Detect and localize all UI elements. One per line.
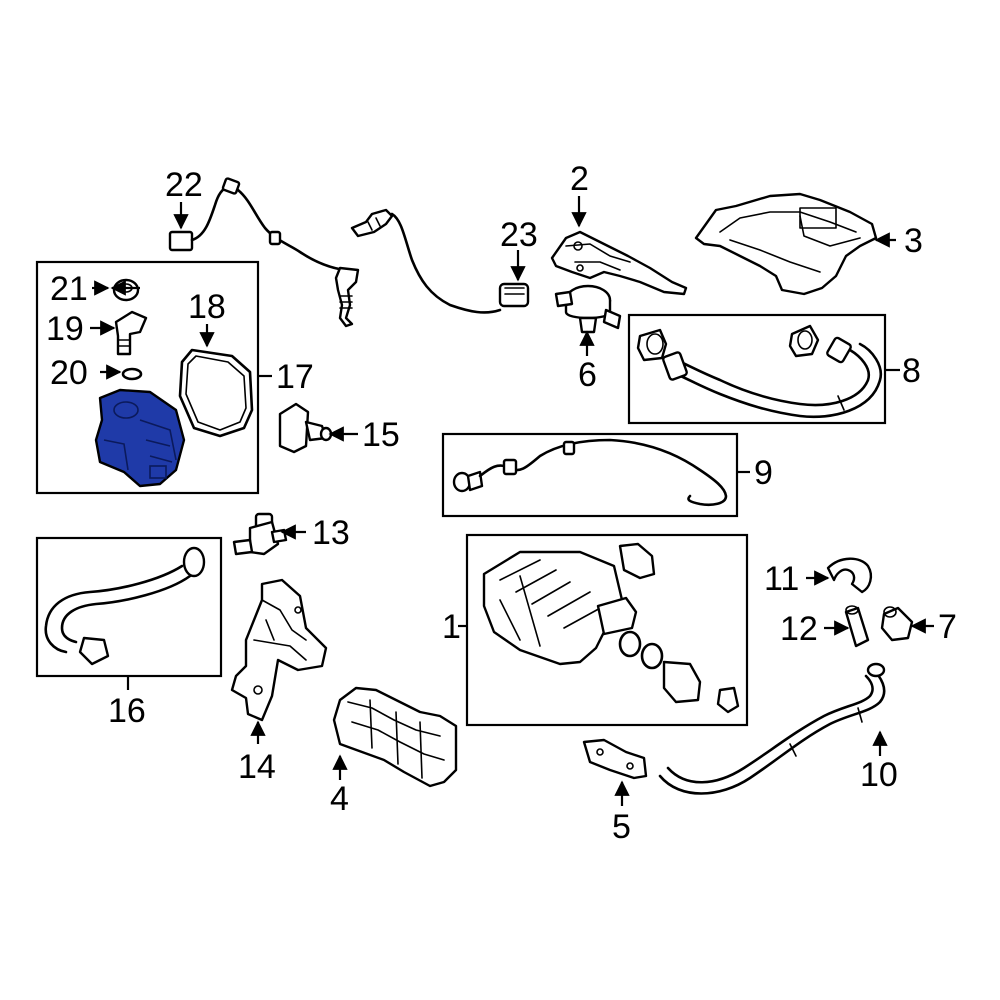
callout-9[interactable]: 9 bbox=[754, 454, 773, 492]
callout-12[interactable]: 12 bbox=[780, 610, 818, 648]
group-box-8 bbox=[627, 313, 887, 425]
callout-20[interactable]: 20 bbox=[50, 354, 88, 392]
evap-canister-1[interactable] bbox=[482, 542, 740, 714]
gasket-18[interactable] bbox=[178, 348, 254, 438]
callout-4[interactable]: 4 bbox=[330, 780, 349, 818]
purge-valve-6[interactable] bbox=[554, 284, 622, 334]
cap-7[interactable] bbox=[880, 606, 914, 642]
callout-8[interactable]: 8 bbox=[902, 352, 921, 390]
seal-ring-21[interactable] bbox=[112, 278, 140, 302]
callout-10[interactable]: 10 bbox=[860, 756, 898, 794]
callout-17[interactable]: 17 bbox=[276, 358, 314, 396]
callout-23[interactable]: 23 bbox=[500, 216, 538, 254]
oxygen-sensor-left[interactable] bbox=[168, 177, 360, 328]
callout-11[interactable]: 11 bbox=[764, 560, 799, 598]
callout-2[interactable]: 2 bbox=[570, 160, 589, 198]
group-box-17 bbox=[35, 260, 260, 495]
elbow-hose-11[interactable] bbox=[826, 557, 873, 594]
callout-15[interactable]: 15 bbox=[362, 416, 400, 454]
callout-3[interactable]: 3 bbox=[904, 222, 923, 260]
callout-13[interactable]: 13 bbox=[312, 514, 350, 552]
callout-19[interactable]: 19 bbox=[46, 310, 84, 348]
vapor-hose-8[interactable] bbox=[636, 324, 883, 419]
hose-10[interactable] bbox=[658, 662, 886, 795]
group-box-1 bbox=[465, 533, 749, 727]
bracket-14[interactable] bbox=[230, 578, 328, 722]
valve-13[interactable] bbox=[232, 512, 288, 556]
wire-harness-9[interactable] bbox=[452, 438, 728, 507]
callout-7[interactable]: 7 bbox=[938, 608, 957, 646]
group-box-9 bbox=[441, 432, 739, 518]
oil-separator-17[interactable] bbox=[94, 388, 186, 488]
valve-15[interactable] bbox=[278, 402, 333, 454]
oxygen-sensor-right[interactable] bbox=[350, 208, 530, 314]
connector-12[interactable] bbox=[844, 605, 870, 648]
o-ring-20[interactable] bbox=[121, 367, 143, 381]
hose-16[interactable] bbox=[44, 546, 206, 666]
heat-shield-4[interactable] bbox=[332, 686, 458, 788]
bracket-2[interactable] bbox=[550, 230, 688, 296]
connector-19[interactable] bbox=[114, 310, 148, 356]
callout-1[interactable]: 1 bbox=[442, 608, 461, 646]
callout-5[interactable]: 5 bbox=[612, 808, 631, 846]
bracket-5[interactable] bbox=[582, 738, 648, 780]
callout-22[interactable]: 22 bbox=[165, 166, 203, 204]
callout-18[interactable]: 18 bbox=[188, 288, 226, 326]
callout-6[interactable]: 6 bbox=[578, 356, 597, 394]
callout-21[interactable]: 21 bbox=[50, 270, 88, 308]
callout-16[interactable]: 16 bbox=[108, 692, 146, 730]
shield-3[interactable] bbox=[694, 192, 878, 296]
callout-14[interactable]: 14 bbox=[238, 748, 276, 786]
